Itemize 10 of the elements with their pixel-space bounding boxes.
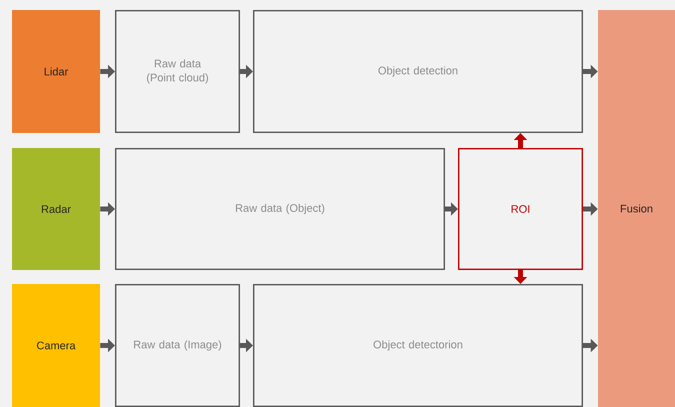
process-box: Object detection [253, 10, 583, 133]
process-box: Object detectorion [253, 284, 583, 407]
sensor-box: Lidar [12, 10, 100, 133]
sensor-box: Radar [12, 148, 100, 270]
roi-box: ROI [458, 148, 583, 270]
sensor-box: Camera [12, 284, 100, 407]
fusion-box: Fusion [598, 10, 675, 407]
process-box: Raw data (Point cloud) [115, 10, 240, 133]
process-box: Raw data (Image) [115, 284, 240, 407]
process-box: Raw data (Object) [115, 148, 445, 270]
